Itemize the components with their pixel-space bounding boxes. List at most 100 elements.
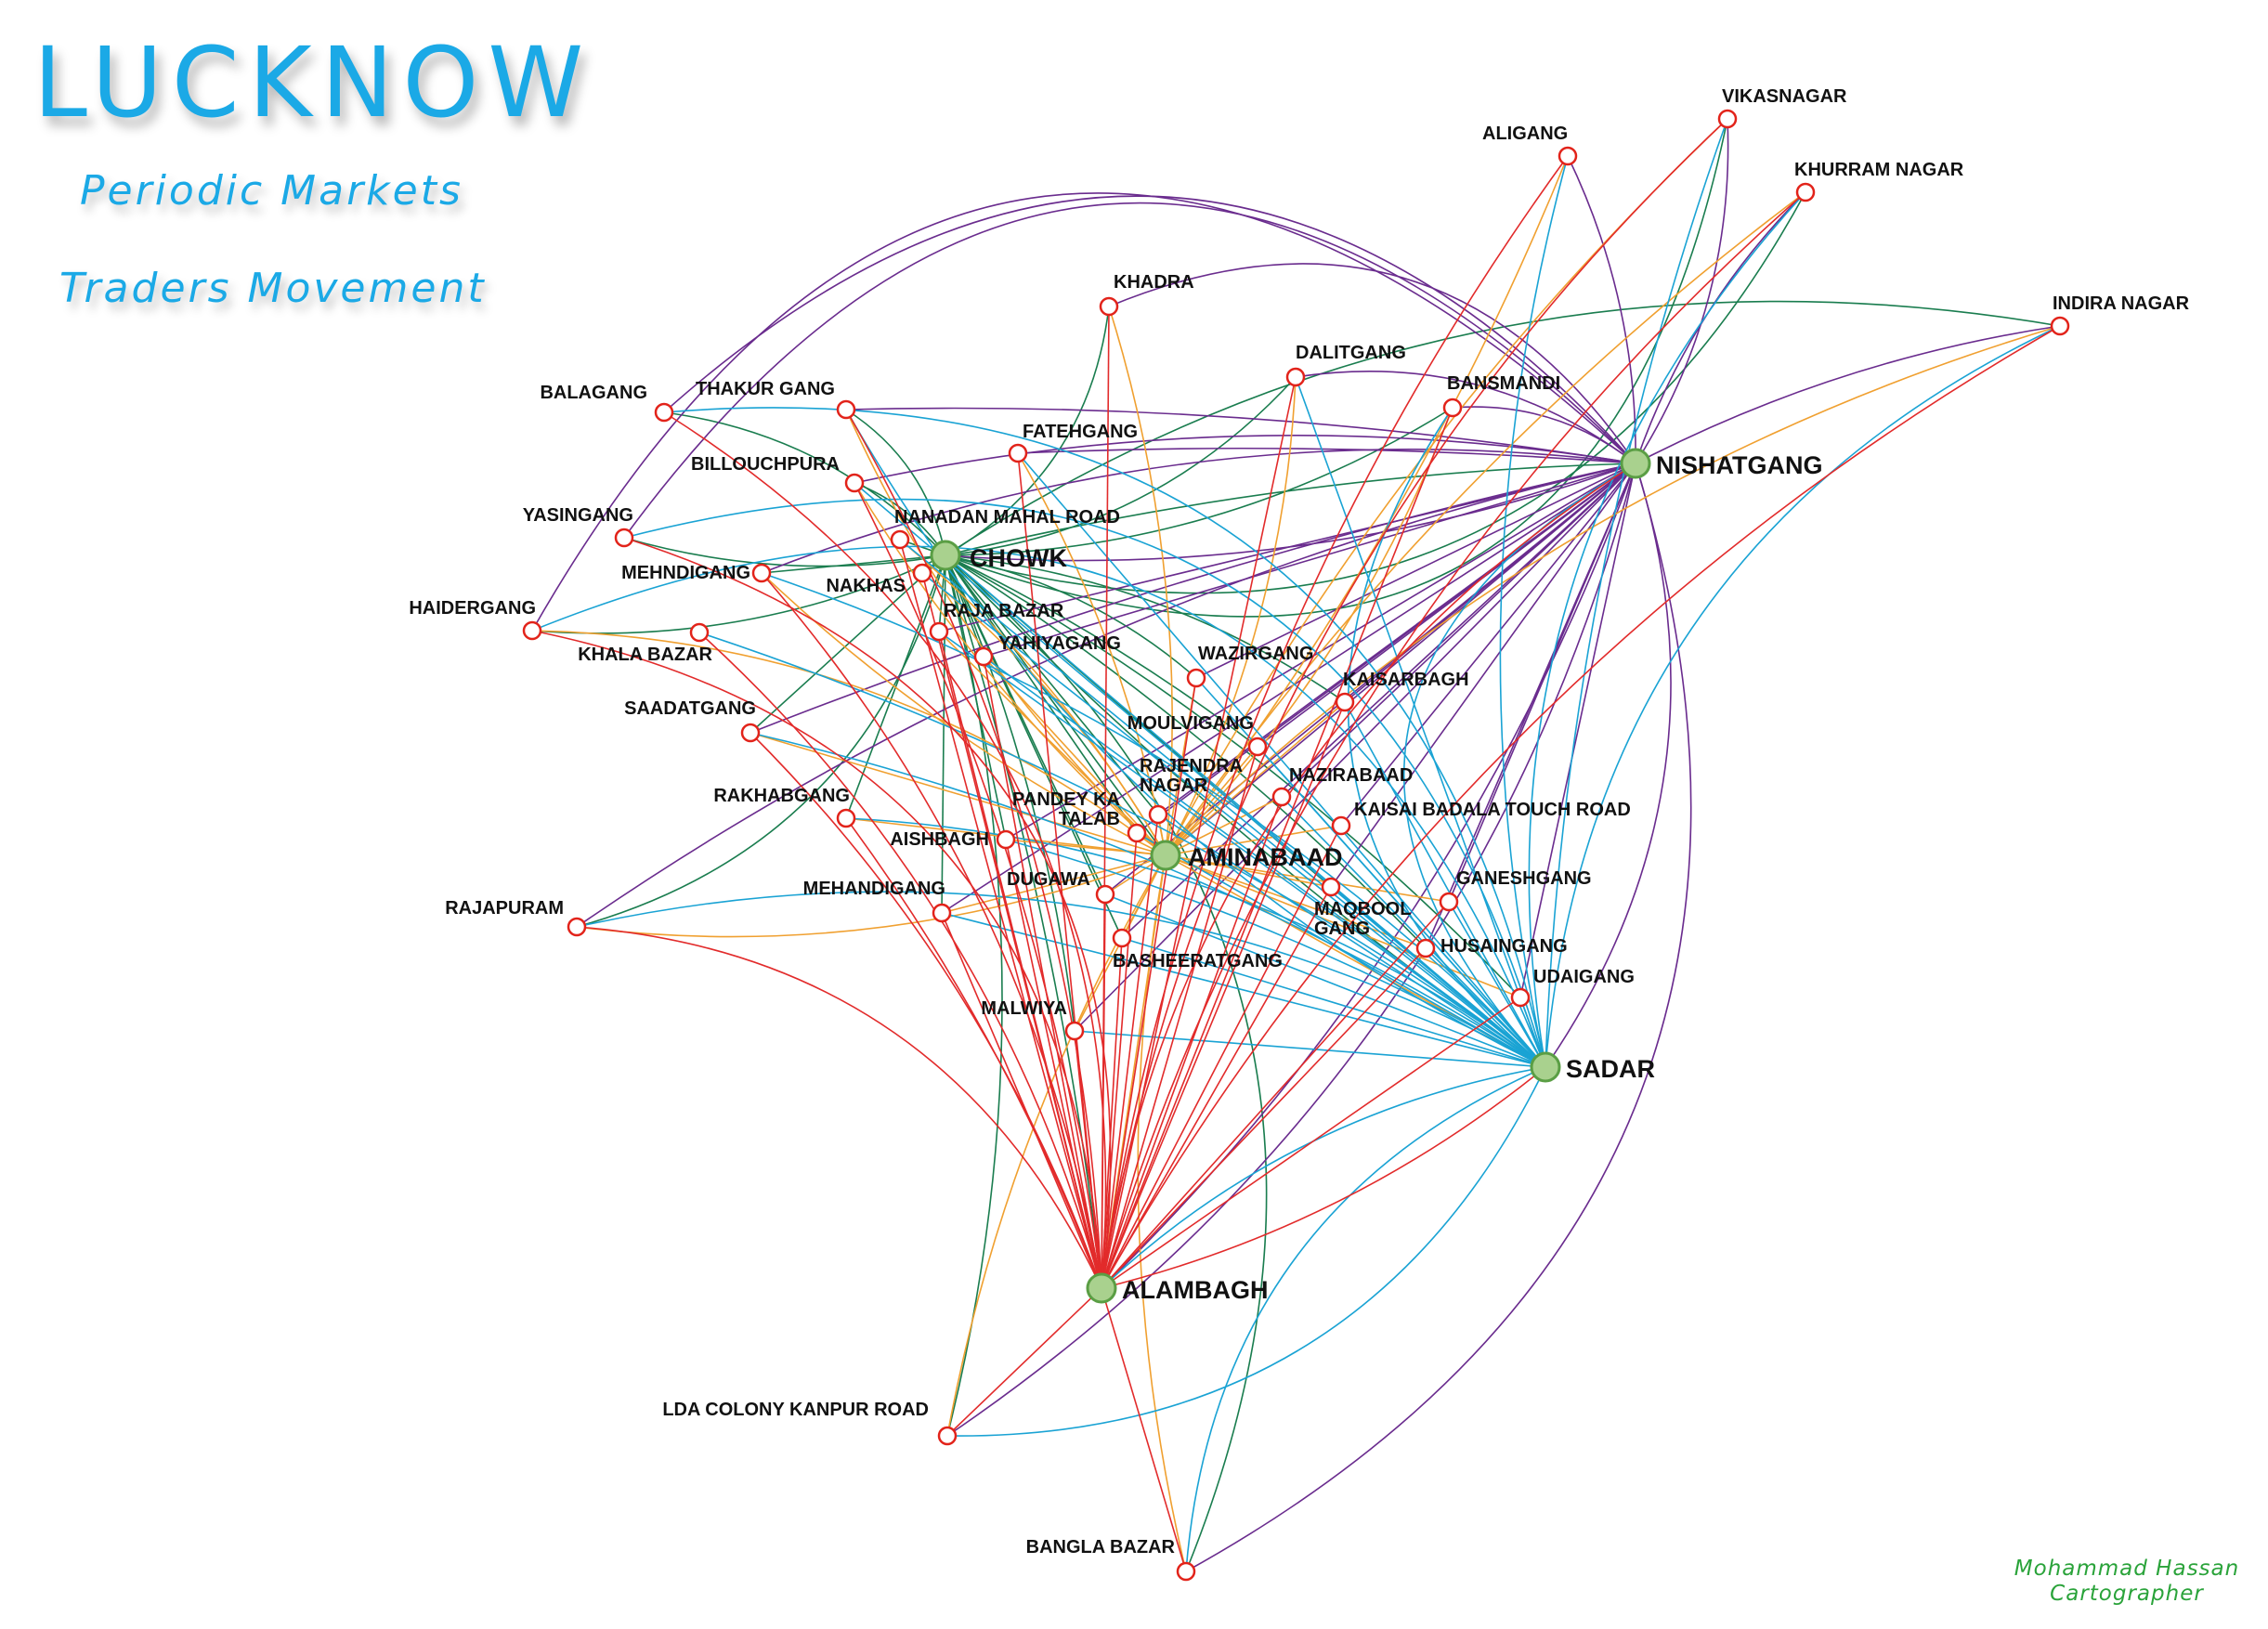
route-sadar-to-yahiyagang	[983, 656, 1546, 1068]
label-dugawa: DUGAWA	[1007, 869, 1090, 890]
route-chowk-to-husaingang	[945, 554, 1427, 949]
route-nishatgang-to-vikasnagar	[1635, 118, 1729, 464]
market-node-bangla-bazar	[1176, 1561, 1196, 1582]
route-sadar-to-husaingang	[1425, 947, 1546, 1068]
route-nishatgang-to-rajapuram	[576, 463, 1636, 928]
route-alambagh-to-thakur_gang	[845, 409, 1102, 1289]
route-alambagh-to-khurram_nagar	[1101, 191, 1806, 1289]
route-sadar-to-malwiya	[1074, 1030, 1546, 1068]
route-sadar-to-fatehgang	[1017, 452, 1546, 1068]
route-nishatgang-to-mehandigang	[941, 463, 1636, 914]
label-mehandigang: MEHANDIGANG	[803, 879, 945, 899]
market-node-yahiyagang	[973, 646, 994, 667]
market-node-khadra	[1099, 296, 1119, 317]
label-billouchpura: BILLOUCHPURA	[691, 454, 840, 475]
route-alambagh-to-rajendra_nagar	[1101, 814, 1159, 1289]
market-node-fatehgang	[1008, 443, 1028, 463]
route-aminabaad-to-kaisai_badala_touch_road	[1165, 825, 1342, 856]
route-alambagh-to-malwiya	[1074, 1030, 1102, 1289]
label-nanadan-mahal-road: NANADAN MAHAL ROAD	[894, 507, 1120, 528]
route-sadar-to-vikasnagar	[1545, 118, 1728, 1068]
label-kaisarbagh: KAISARBAGH	[1343, 670, 1469, 690]
market-node-malwiya	[1064, 1021, 1085, 1041]
route-nishatgang-to-khadra	[1108, 263, 1636, 464]
label-fatehgang: FATEHGANG	[1023, 422, 1138, 442]
route-sadar-to-alambagh	[1101, 1066, 1546, 1289]
route-aminabaad-to-nakhas	[921, 572, 1167, 856]
market-node-nazirabaad	[1271, 787, 1292, 807]
route-nishatgang-to-saadatgang	[749, 463, 1636, 734]
market-node-aishbagh	[996, 829, 1016, 850]
market-node-raja-bazar	[929, 621, 949, 642]
label-saadatgang: SAADATGANG	[624, 698, 756, 719]
market-node-saadatgang	[740, 723, 761, 743]
route-nishatgang-to-yasingang	[623, 202, 1636, 539]
route-chowk-to-vikasnagar	[945, 118, 1728, 618]
route-nishatgang-to-sadar	[1545, 463, 1672, 1068]
route-aminabaad-to-thakur_gang	[845, 409, 1167, 856]
route-alambagh-to-indira_nagar	[1101, 325, 2061, 1289]
label-aishbagh: AISHBAGH	[890, 829, 989, 850]
market-node-yasingang	[614, 528, 634, 548]
route-sadar-to-lda_colony_kanpur_road	[946, 1066, 1546, 1437]
route-sadar-to-kaisarbagh	[1344, 701, 1546, 1068]
label-nakhas: NAKHAS	[826, 576, 906, 596]
label-wazirgang: WAZIRGANG	[1198, 644, 1313, 664]
route-chowk-to-balagang	[663, 411, 946, 556]
label-ganeshgang: GANESHGANG	[1456, 868, 1592, 889]
route-aminabaad-to-fatehgang	[1017, 452, 1167, 856]
label-aminabaad: AMINABAAD	[1188, 843, 1342, 871]
route-alambagh-to-yahiyagang	[983, 656, 1102, 1289]
label-alambagh: ALAMBAGH	[1122, 1276, 1268, 1304]
route-nishatgang-to-udaigang	[1519, 463, 1636, 998]
market-node-rajapuram	[567, 917, 587, 937]
market-node-nakhas	[912, 563, 932, 583]
market-node-lda-colony-kanpur-road	[937, 1426, 958, 1446]
label-yahiyagang: YAHIYAGANG	[998, 633, 1121, 654]
market-node-husaingang	[1415, 938, 1436, 958]
route-alambagh-to-mehandigang	[941, 912, 1102, 1289]
route-alambagh-to-raja_bazar	[938, 631, 1102, 1289]
route-alambagh-to-aligang	[1101, 155, 1569, 1289]
route-alambagh-to-haidergang	[531, 630, 1102, 1289]
route-alambagh-to-lda_colony_kanpur_road	[946, 1287, 1102, 1437]
label-khurram-nagar: KHURRAM NAGAR	[1794, 160, 1964, 180]
route-chowk-to-kaisarbagh	[945, 554, 1346, 703]
route-alambagh-to-saadatgang	[749, 732, 1102, 1289]
market-node-khurram-nagar	[1795, 182, 1816, 202]
cartographer-name: Mohammad Hassan	[2014, 1557, 2240, 1581]
route-sadar-to-mehandigang	[941, 912, 1546, 1068]
market-node-aligang	[1558, 146, 1578, 166]
label-mehndigang: MEHNDIGANG	[621, 563, 750, 583]
label-sadar: SADAR	[1566, 1055, 1655, 1083]
market-node-rajendra-nagar	[1148, 804, 1168, 825]
label-thakur-gang: THAKUR GANG	[696, 379, 835, 399]
route-sadar-to-khala_bazar	[698, 632, 1546, 1068]
route-sadar-to-nanadan_mahal_road	[899, 539, 1546, 1068]
label-malwiya: MALWIYA	[981, 998, 1067, 1019]
route-alambagh-to-yasingang	[623, 537, 1112, 1289]
route-chowk-to-rajendra_nagar	[945, 554, 1159, 815]
route-nishatgang-to-aligang	[1567, 155, 1636, 464]
market-node-balagang	[654, 402, 674, 423]
route-aminabaad-to-saadatgang	[749, 732, 1167, 856]
market-node-haidergang	[522, 620, 542, 641]
route-sadar-to-haidergang	[531, 545, 1546, 1068]
route-alambagh-to-balagang	[663, 411, 1107, 1289]
hub-node-nishatgang	[1620, 448, 1651, 479]
market-node-mehandigang	[932, 903, 952, 923]
route-sadar-to-indira_nagar	[1545, 325, 2061, 1068]
route-aminabaad-to-dalitgang	[1165, 376, 1297, 856]
route-sadar-to-chowk	[945, 554, 1546, 1068]
route-alambagh-to-rakhabgang	[845, 817, 1102, 1289]
route-alambagh-to-husaingang	[1101, 947, 1427, 1289]
route-nishatgang-to-basheeratgang	[1121, 463, 1636, 939]
label-bansmandi: BANSMANDI	[1447, 373, 1560, 394]
label-basheeratgang: BASHEERATGANG	[1113, 951, 1283, 971]
label-raja-bazar: RAJA BAZAR	[944, 601, 1064, 621]
route-nishatgang-to-dalitgang	[1295, 371, 1636, 464]
